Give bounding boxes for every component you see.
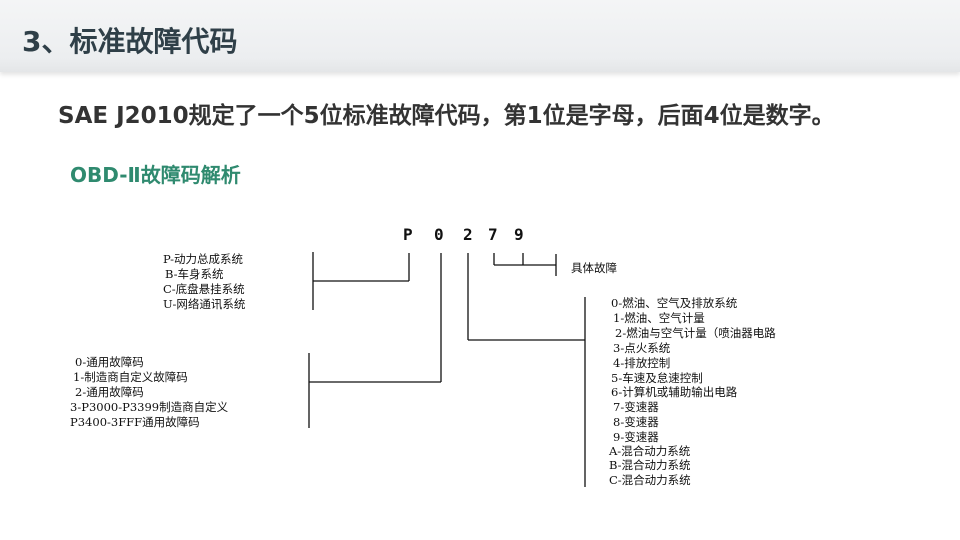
system-item: P-动力总成系统	[163, 252, 243, 266]
specific-fault-label: 具体故障	[571, 261, 617, 275]
subsystem-item: 3-点火系统	[613, 341, 671, 355]
group-subsystem: 0-燃油、空气及排放系统 1-燃油、空气计量 2-燃油与空气计量（喷油器电路 3…	[608, 296, 776, 487]
code-type-item: 2-通用故障码	[75, 385, 144, 399]
subsystem-item: 6-计算机或辅助输出电路	[611, 385, 738, 399]
intro-text: SAE J2010规定了一个5位标准故障代码，第1位是字母，后面4位是数字。	[58, 103, 835, 129]
code-char-3: 2	[463, 225, 473, 244]
subsystem-item: 2-燃油与空气计量（喷油器电路	[615, 326, 776, 340]
subsystem-item: 0-燃油、空气及排放系统	[611, 296, 738, 310]
page-title: 3、标准故障代码	[22, 25, 238, 58]
code-type-item: 0-通用故障码	[75, 355, 144, 369]
subsystem-item: 7-变速器	[613, 400, 659, 414]
group-code-type: 0-通用故障码 1-制造商自定义故障码 2-通用故障码 3-P3000-P339…	[70, 355, 229, 429]
code-char-4: 7	[488, 225, 498, 244]
connector-specific	[493, 253, 557, 276]
code-type-item: 3-P3000-P3399制造商自定义	[70, 400, 229, 414]
connector-code-type	[308, 253, 442, 428]
system-item: U-网络通讯系统	[163, 297, 246, 311]
system-item: C-底盘悬挂系统	[163, 282, 245, 296]
code-char-2: 0	[434, 225, 444, 244]
subsystem-item: 1-燃油、空气计量	[613, 311, 705, 325]
code-type-item: P3400-3FFF通用故障码	[70, 415, 200, 429]
code-characters: P 0 2 7 9	[403, 225, 524, 244]
code-type-item: 1-制造商自定义故障码	[73, 370, 188, 384]
subsystem-item: 9-变速器	[613, 430, 659, 444]
subsystem-item: 5-车速及怠速控制	[611, 371, 703, 385]
subsystem-item: C-混合动力系统	[609, 473, 691, 487]
system-item: B-车身系统	[165, 267, 224, 281]
code-char-1: P	[403, 225, 413, 244]
code-char-5: 9	[514, 225, 524, 244]
connector-subsystem	[467, 253, 586, 487]
title-band	[0, 0, 960, 72]
subsystem-item: 4-排放控制	[613, 356, 670, 370]
connector-system	[312, 252, 410, 310]
subsystem-item: B-混合动力系统	[609, 458, 691, 472]
group-system: P-动力总成系统 B-车身系统 C-底盘悬挂系统 U-网络通讯系统	[163, 252, 246, 311]
subsystem-item: 8-变速器	[613, 415, 659, 429]
section-subtitle: OBD-Ⅱ故障码解析	[70, 163, 241, 187]
subsystem-item: A-混合动力系统	[608, 444, 691, 458]
